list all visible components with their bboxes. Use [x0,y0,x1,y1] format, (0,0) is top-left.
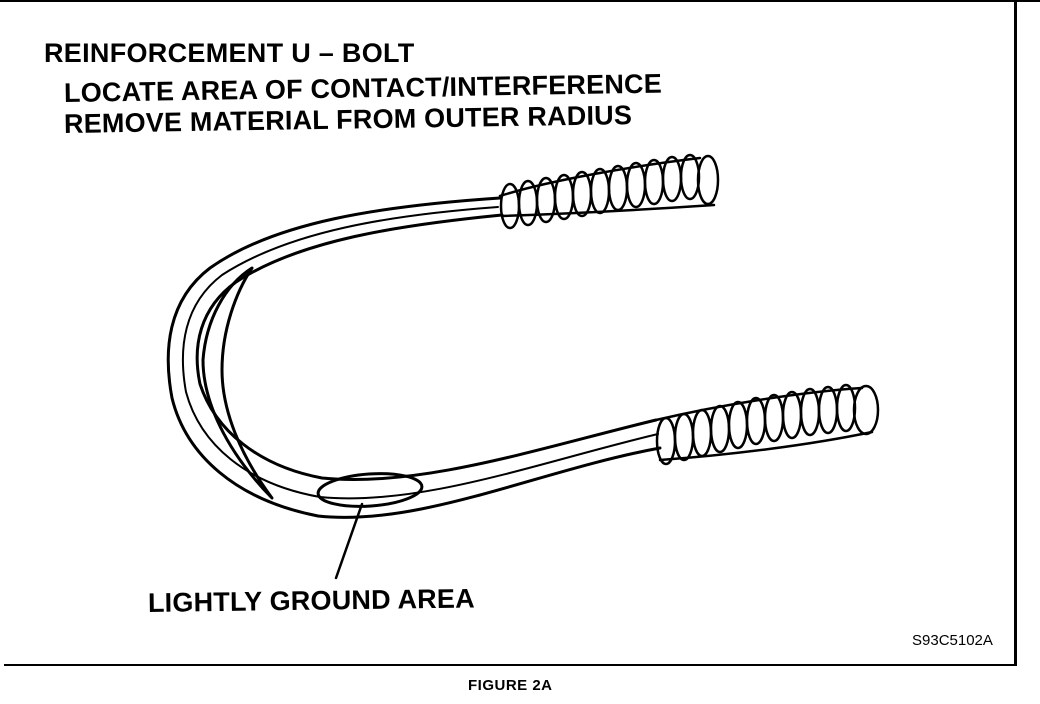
u-bolt-highlight-line [181,206,659,500]
callout-leader-line [334,502,364,580]
frame-top-border [0,0,1040,2]
upper-threaded-end [498,153,720,230]
left-contact-wear-patch [201,266,274,500]
figure-caption: FIGURE 2A [468,677,553,694]
lower-threaded-end [654,383,880,466]
u-bolt-inner-edge [195,213,658,482]
callout-label: LIGHTLY GROUND AREA [147,583,475,618]
figure-frame [4,2,1017,666]
figure-id: S93C5102A [912,632,993,649]
u-bolt-outer-edge [166,196,662,519]
lightly-ground-area-oval [316,472,424,508]
figure-title: REINFORCEMENT U – BOLT [44,38,415,68]
